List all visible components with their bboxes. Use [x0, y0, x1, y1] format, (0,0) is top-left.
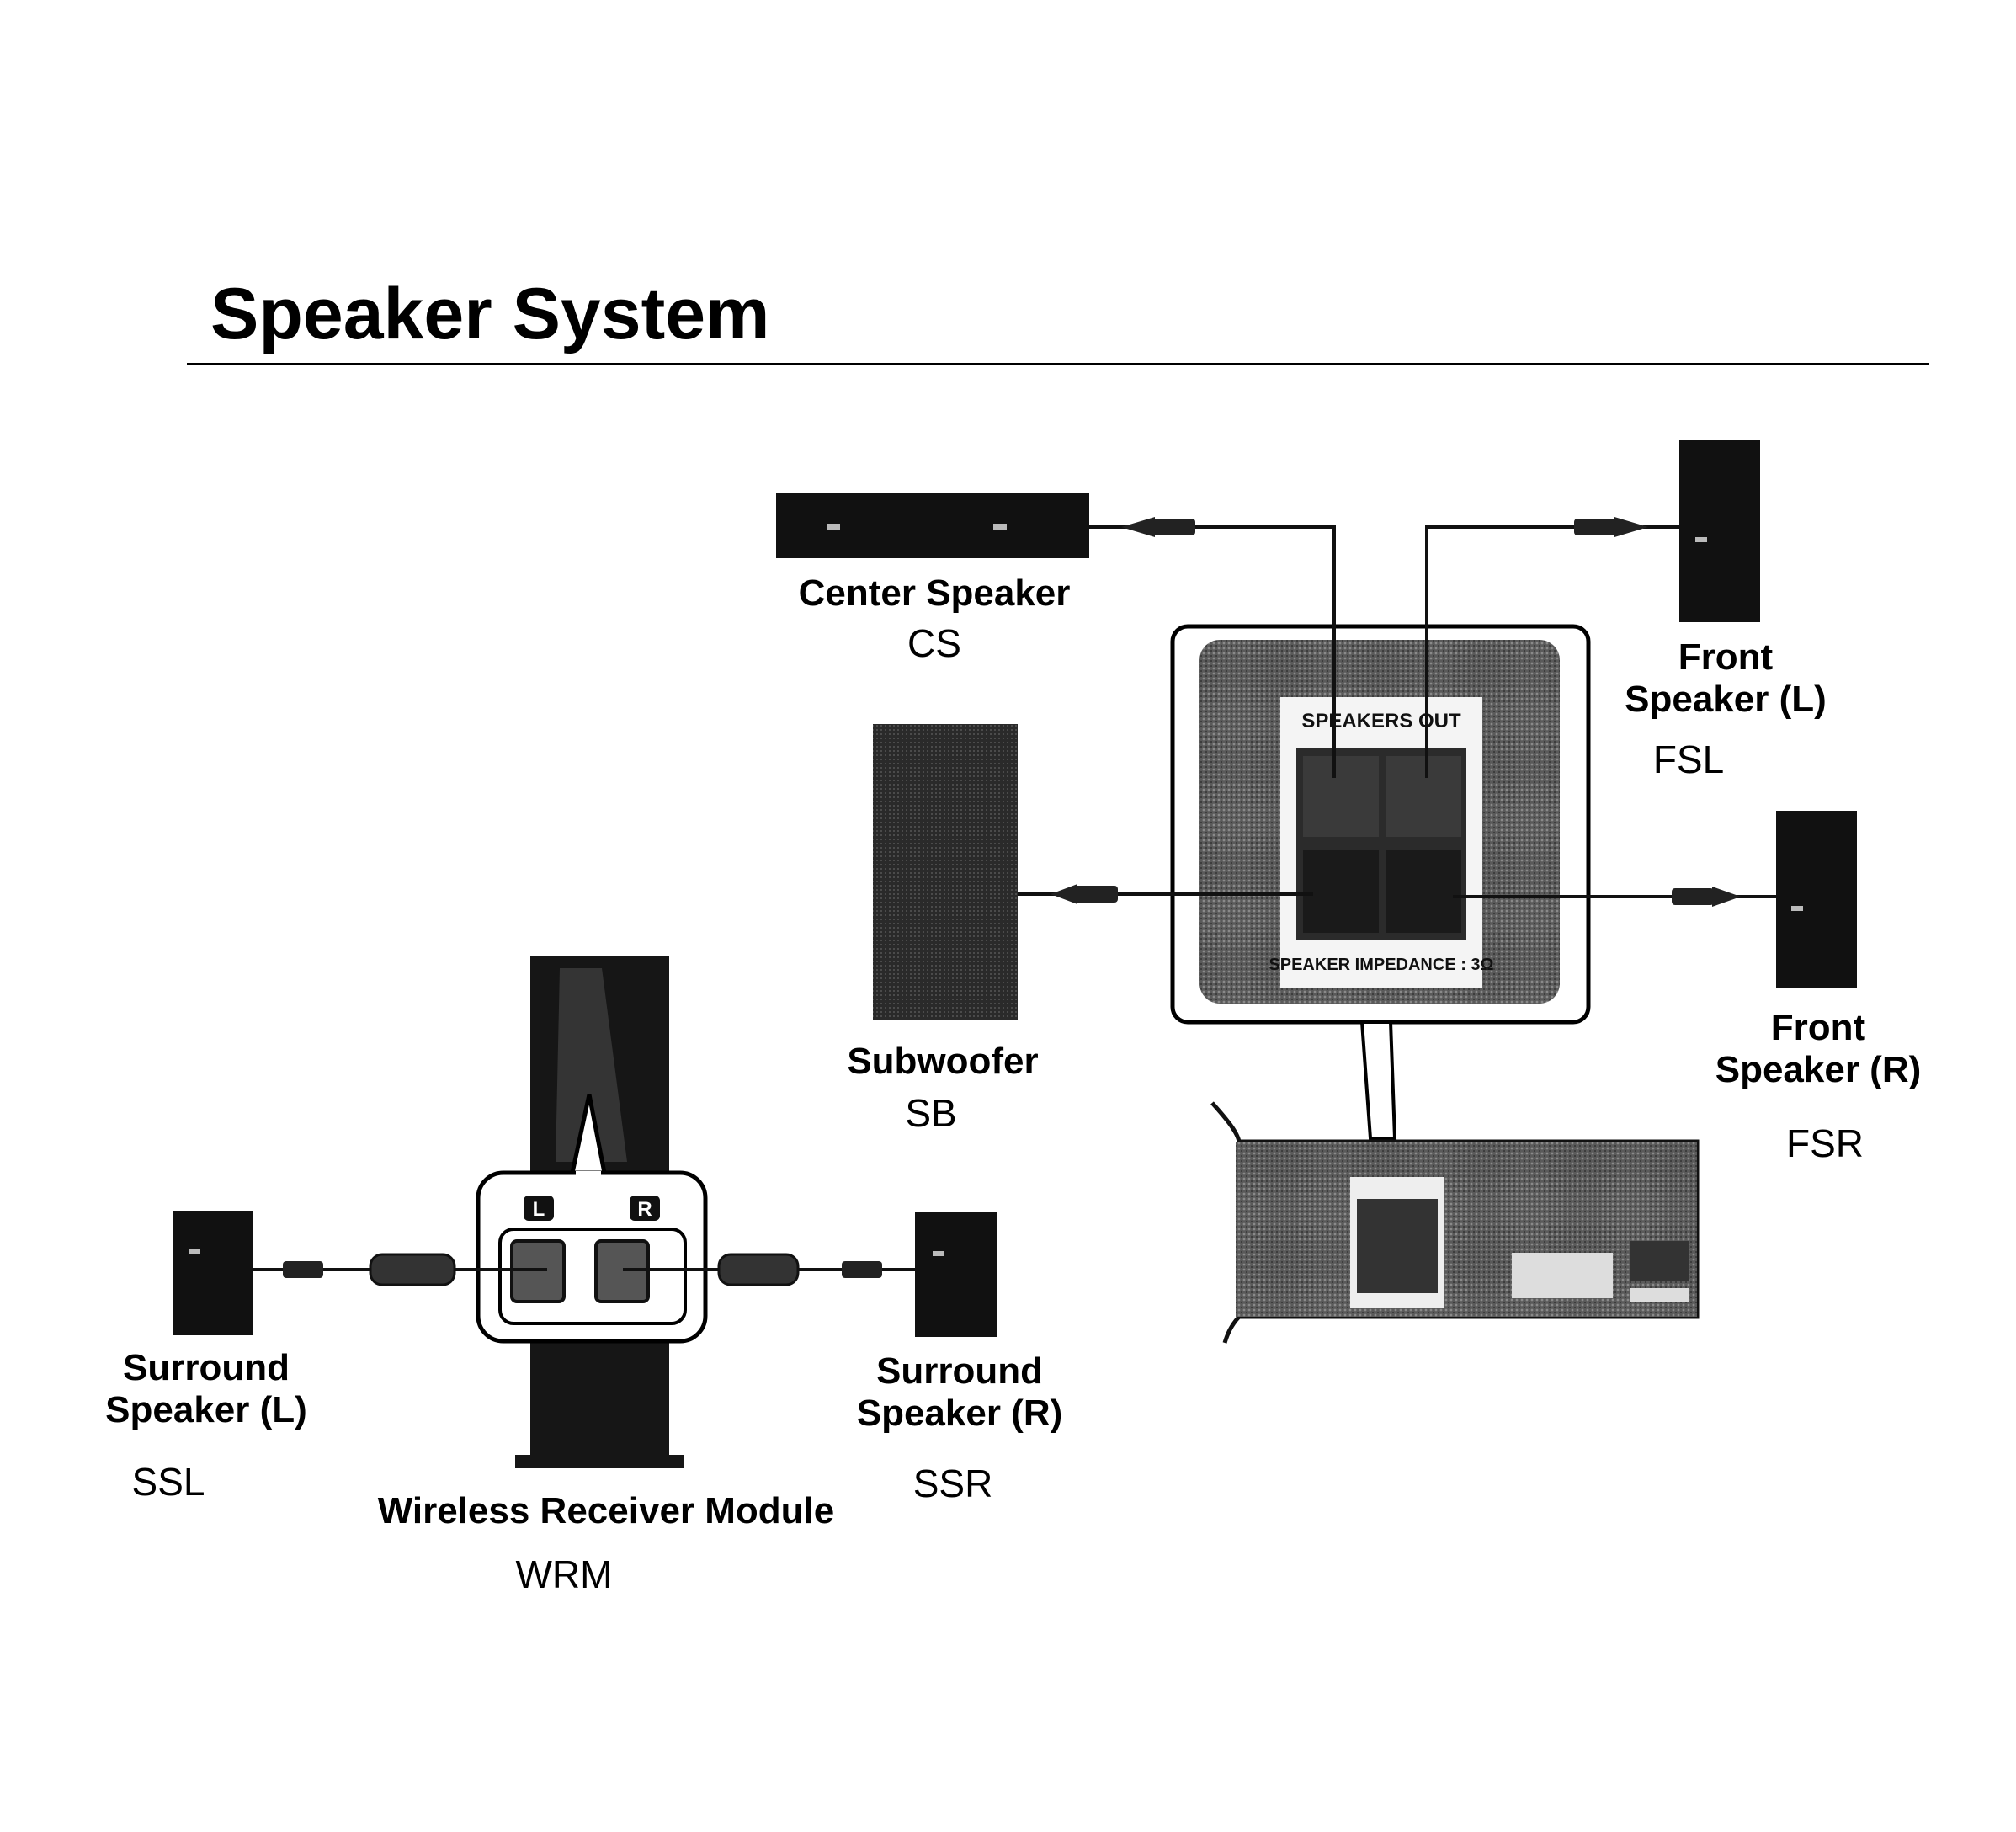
- surround-speaker-left: [173, 1211, 253, 1335]
- subwoofer: [873, 724, 1018, 1020]
- cable-plugs: [283, 517, 1741, 1286]
- surround-left-speaker-label: Surround Speaker (L): [84, 1347, 328, 1431]
- speakers-out-label: SPEAKERS OUT: [1301, 710, 1461, 732]
- surround-left-name-line2: Speaker (L): [105, 1389, 307, 1430]
- front-left-name-line2: Speaker (L): [1625, 679, 1827, 720]
- center-speaker-label: Center Speaker: [749, 572, 1120, 615]
- surround-right-name-line2: Speaker (R): [856, 1393, 1063, 1434]
- main-unit-rear-panel: [1210, 1101, 1700, 1344]
- surround-left-name-line1: Surround: [123, 1347, 290, 1388]
- center-speaker: [776, 493, 1089, 558]
- surround-right-name-line1: Surround: [876, 1350, 1043, 1392]
- surround-speaker-right: [915, 1212, 997, 1337]
- subwoofer-code: SB: [905, 1091, 957, 1135]
- module-port-callout: L R: [476, 1094, 708, 1344]
- port-label-left: L: [533, 1198, 545, 1221]
- center-speaker-name: Center Speaker: [798, 572, 1071, 614]
- front-speaker-right: [1776, 811, 1857, 988]
- front-left-speaker-label: Front Speaker (L): [1582, 636, 1869, 721]
- wireless-module-label: Wireless Receiver Module: [377, 1490, 835, 1531]
- page-title: Speaker System: [210, 274, 770, 354]
- surround-right-speaker-code: SSR: [912, 1462, 993, 1505]
- front-right-name-line1: Front: [1770, 1007, 1866, 1048]
- front-speaker-left: [1679, 440, 1760, 622]
- front-right-speaker-label: Front Speaker (R): [1675, 1007, 1961, 1091]
- speaker-impedance-label: SPEAKER IMPEDANCE : 3Ω: [1269, 956, 1493, 974]
- title-underline: [187, 363, 1929, 365]
- surround-left-speaker-code: SSL: [131, 1460, 205, 1504]
- subwoofer-label: Subwoofer: [847, 1041, 1039, 1082]
- surround-right-speaker-label: Surround Speaker (R): [842, 1350, 1077, 1435]
- wireless-module-code: WRM: [515, 1552, 613, 1596]
- front-left-speaker-code: FSL: [1652, 738, 1725, 781]
- cable-front-left: [1425, 525, 1679, 778]
- front-left-name-line1: Front: [1678, 636, 1774, 678]
- front-right-speaker-code: FSR: [1786, 1121, 1864, 1165]
- center-speaker-code: CS: [907, 621, 961, 665]
- speakers-out-callout: SPEAKERS OUT SPEAKER IMPEDANCE : 3Ω: [1170, 624, 1591, 1140]
- front-right-name-line2: Speaker (R): [1715, 1049, 1922, 1090]
- port-label-right: R: [637, 1198, 652, 1221]
